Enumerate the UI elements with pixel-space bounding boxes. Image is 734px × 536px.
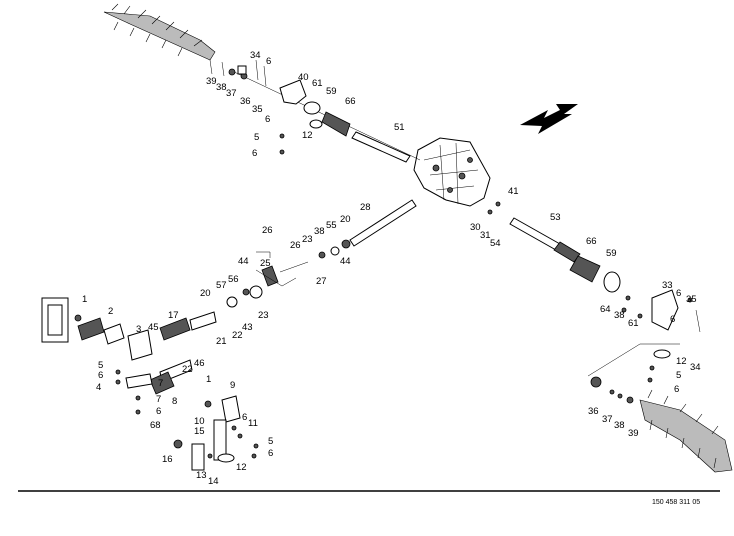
callout: 5 [254, 132, 259, 143]
callout: 28 [360, 202, 371, 213]
rotor-tines-bottom-right [639, 389, 733, 473]
callout: 30 [470, 222, 481, 233]
drawing-reference-number: 150 458 311 05 [652, 499, 700, 506]
callout: 27 [316, 276, 327, 287]
callout: 7 [158, 378, 163, 389]
callout: 39 [628, 428, 639, 439]
callout: 11 [248, 418, 258, 429]
callout: 6 [242, 412, 247, 423]
callout: 31 [480, 230, 491, 241]
callout: 20 [200, 288, 211, 299]
callout: 46 [194, 358, 205, 369]
callout-labels: 39 38 37 36 34 6 35 6 40 61 59 66 12 5 6… [82, 50, 701, 487]
main-gearbox [413, 137, 491, 207]
callout: 3 [136, 324, 141, 335]
callout: 35 [686, 294, 697, 305]
callout: 34 [250, 50, 261, 61]
callout: 37 [226, 88, 237, 99]
callout: 38 [614, 310, 625, 321]
callout: 41 [508, 186, 519, 197]
direction-arrow-icon [520, 104, 578, 134]
callout: 7 [156, 394, 161, 405]
callout: 17 [168, 310, 179, 321]
callout: 64 [600, 304, 611, 315]
callout: 5 [98, 360, 103, 371]
callout: 6 [98, 370, 103, 381]
callout: 1 [206, 374, 211, 385]
callout: 22 [232, 330, 243, 341]
callout: 61 [628, 318, 639, 329]
callout: 40 [298, 72, 309, 83]
callout: 6 [252, 148, 257, 159]
callout: 59 [606, 248, 617, 259]
callout: 68 [150, 420, 161, 431]
callout: 21 [216, 336, 227, 347]
callout: 26 [290, 240, 301, 251]
callout: 13 [196, 470, 207, 481]
callout: 20 [340, 214, 351, 225]
callout: 38 [314, 226, 325, 237]
callout: 35 [252, 104, 263, 115]
callout: 66 [586, 236, 597, 247]
callout: 10 [194, 416, 205, 427]
callout: 6 [674, 384, 679, 395]
callout: 36 [240, 96, 251, 107]
callout: 22 [182, 364, 193, 375]
callout: 33 [662, 280, 673, 291]
callout: 66 [345, 96, 356, 107]
callout: 56 [228, 274, 239, 285]
callout: 57 [216, 280, 227, 291]
callout: 51 [394, 122, 405, 133]
rotor-tines-top-left [103, 3, 216, 61]
callout: 4 [96, 382, 101, 393]
callout: 6 [156, 406, 161, 417]
callout: 23 [302, 234, 313, 245]
callout: 23 [258, 310, 269, 321]
callout: 8 [172, 396, 177, 407]
right-driveline [487, 201, 701, 404]
callout: 53 [550, 212, 561, 223]
upper-left-driveline [209, 59, 421, 163]
callout: 6 [265, 114, 270, 125]
callout: 6 [670, 314, 675, 325]
shaft-28 [318, 199, 417, 259]
callout: 38 [216, 82, 227, 93]
callout: 2 [108, 306, 113, 317]
callout: 54 [490, 238, 501, 249]
callout: 12 [236, 462, 247, 473]
callout: 44 [340, 256, 351, 267]
callout: 44 [238, 256, 249, 267]
callout: 6 [676, 288, 681, 299]
callout: 37 [602, 414, 613, 425]
callout: 16 [162, 454, 173, 465]
callout: 12 [676, 356, 687, 367]
callout: 34 [690, 362, 701, 373]
callout: 61 [312, 78, 323, 89]
callout: 5 [676, 370, 681, 381]
callout: 55 [326, 220, 337, 231]
callout: 59 [326, 86, 337, 97]
callout: 12 [302, 130, 313, 141]
callout: 25 [260, 258, 271, 269]
callout: 6 [266, 56, 271, 67]
callout: 38 [614, 420, 625, 431]
callout: 9 [230, 380, 235, 391]
callout: 14 [208, 476, 219, 487]
callout: 1 [82, 294, 87, 305]
callout: 43 [242, 322, 253, 333]
callout: 45 [148, 322, 159, 333]
left-drivetrain [41, 251, 309, 471]
callout: 36 [588, 406, 599, 417]
callout: 5 [268, 436, 273, 447]
callout: 39 [206, 76, 217, 87]
callout: 26 [262, 225, 273, 236]
callout: 15 [194, 426, 205, 437]
callout: 6 [268, 448, 273, 459]
